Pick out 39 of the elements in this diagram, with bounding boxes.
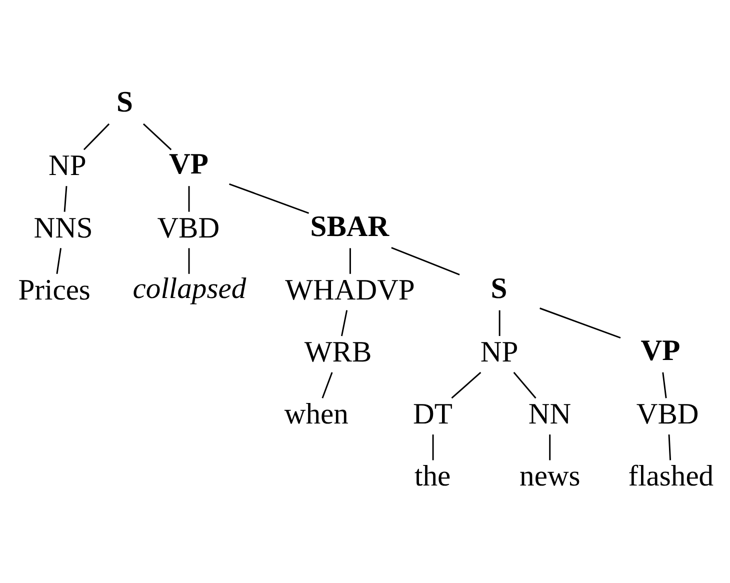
node-text: collapsed: [132, 272, 246, 304]
node-text: DT: [413, 398, 452, 430]
node-text: news: [520, 460, 580, 492]
node-text: S: [490, 272, 508, 304]
connector: [322, 372, 333, 398]
connector: [391, 246, 460, 275]
node-text: NP: [48, 150, 86, 182]
connector: [662, 372, 667, 398]
connector: [56, 248, 62, 274]
node-text: VP: [640, 334, 680, 367]
connector: [229, 182, 310, 214]
connector: [188, 186, 190, 212]
connector: [64, 186, 68, 212]
node-text: flashed: [628, 460, 714, 492]
connector: [340, 310, 348, 336]
node-text: VP: [169, 148, 208, 180]
node-text: NN: [528, 398, 572, 430]
node-text: VBD: [157, 212, 220, 244]
node-text: S: [116, 86, 133, 118]
connector: [83, 122, 110, 150]
node-text: Prices: [18, 274, 90, 306]
connector: [549, 434, 551, 460]
node-text: SBAR: [310, 210, 390, 242]
node-text: NP: [480, 336, 518, 368]
connector: [668, 434, 672, 460]
connector: [188, 248, 190, 274]
connector: [540, 307, 621, 338]
node-text: WRB: [304, 336, 372, 368]
node-text: VBD: [636, 398, 699, 430]
connector: [451, 371, 482, 398]
node-text: the: [414, 460, 451, 492]
node-text: WHADVP: [285, 274, 415, 306]
node-text: NNS: [34, 212, 93, 244]
connector: [513, 371, 536, 398]
connector: [142, 122, 172, 150]
connector: [498, 310, 500, 336]
connector: [349, 248, 351, 274]
node-text: when: [284, 398, 348, 430]
connector: [432, 434, 434, 460]
